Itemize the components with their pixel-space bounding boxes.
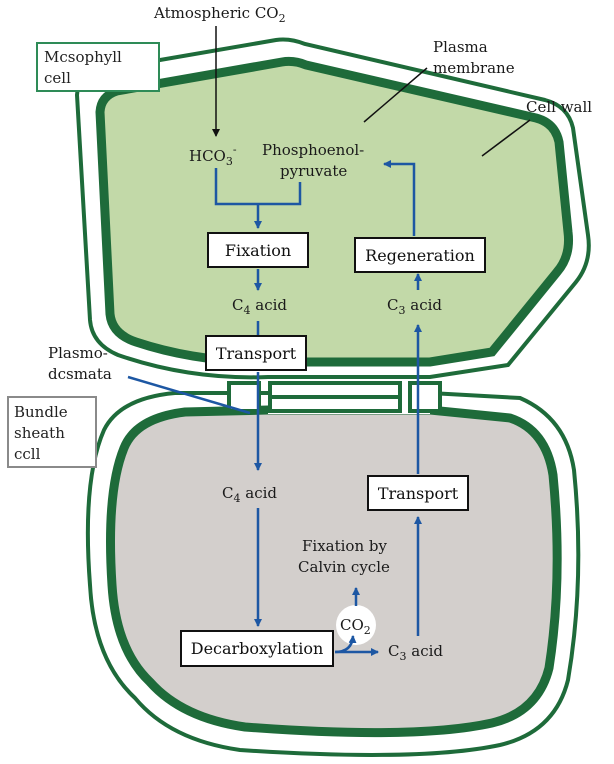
plasmodesmata-line2: dcsmata bbox=[48, 365, 112, 383]
mesophyll-cell-wall-outer bbox=[74, 37, 591, 380]
c3-acid-bundle: C3 acid bbox=[388, 642, 443, 663]
merge-arrow bbox=[214, 168, 302, 229]
pep-line2: pyruvate bbox=[280, 162, 347, 180]
cell-wall-text: Cell wall bbox=[526, 98, 592, 116]
co2-bubble-label: CO2 bbox=[340, 616, 371, 637]
transport-box-top bbox=[205, 335, 307, 371]
plasma-membrane-line2: membrane bbox=[433, 59, 515, 77]
regeneration-to-pep-arrow bbox=[383, 160, 416, 236]
plasmodesmata-pointer bbox=[127, 375, 251, 415]
legend-bundle-line3: ccll bbox=[14, 445, 41, 463]
plasmodesmata-channels bbox=[227, 380, 442, 414]
legend-mesophyll: Mcsophyll cell bbox=[36, 42, 160, 92]
cell-wall-pointer bbox=[481, 119, 531, 157]
calvin-line2: Calvin cycle bbox=[298, 558, 390, 576]
calvin-line1: Fixation by bbox=[302, 537, 387, 555]
transport-top-label: Transport bbox=[216, 344, 297, 363]
plasmodesmata-label: Plasmo- dcsmata bbox=[48, 344, 251, 415]
plasma-membrane-pointer bbox=[363, 67, 428, 123]
transport-box-bottom bbox=[367, 475, 469, 511]
plasma-membrane-line1: Plasma bbox=[433, 38, 488, 56]
co2-bubble bbox=[336, 605, 376, 645]
transport-bottom-label: Transport bbox=[378, 484, 459, 503]
channel-right-stub bbox=[408, 381, 442, 413]
cell-wall-label: Cell wall bbox=[481, 98, 592, 157]
legend-bundle-line2: sheath bbox=[14, 424, 65, 442]
atmospheric-co2-subscript: 2 bbox=[279, 12, 286, 25]
bundle-sheath-cell-wall-outer bbox=[85, 391, 581, 757]
hco3-label: HCO3- bbox=[189, 143, 237, 168]
channel-left-stub bbox=[227, 381, 261, 413]
regeneration-label: Regeneration bbox=[365, 246, 475, 265]
plasmodesmata-line1: Plasmo- bbox=[48, 344, 108, 362]
mesophyll-cytoplasm bbox=[95, 56, 573, 367]
svg-text:Atmospheric CO2: Atmospheric CO2 bbox=[153, 4, 286, 25]
c3-acid-mesophyll: C3 acid bbox=[387, 296, 442, 317]
atmospheric-co2-label: Atmospheric CO2 bbox=[153, 4, 286, 137]
legend-bundle-line1: Bundle bbox=[14, 403, 68, 421]
atmospheric-co2-text: Atmospheric CO bbox=[153, 4, 279, 22]
pep-line1: Phosphoenol- bbox=[262, 141, 364, 159]
c4-acid-mesophyll: C4 acid bbox=[232, 296, 287, 317]
plasma-membrane-label: Plasma membrane bbox=[363, 38, 515, 123]
fixation-box bbox=[207, 232, 309, 268]
legend-mesophyll-line1: Mcsophyll bbox=[44, 48, 122, 66]
regeneration-box bbox=[354, 237, 486, 273]
decarboxylation-box bbox=[180, 630, 334, 667]
legend-mesophyll-line2: cell bbox=[44, 69, 71, 87]
c4-acid-bundle: C4 acid bbox=[222, 484, 277, 505]
legend-bundle-sheath: Bundle sheath ccll bbox=[7, 396, 97, 468]
fixation-label: Fixation bbox=[225, 241, 291, 260]
decarboxylation-label: Decarboxylation bbox=[191, 639, 324, 658]
